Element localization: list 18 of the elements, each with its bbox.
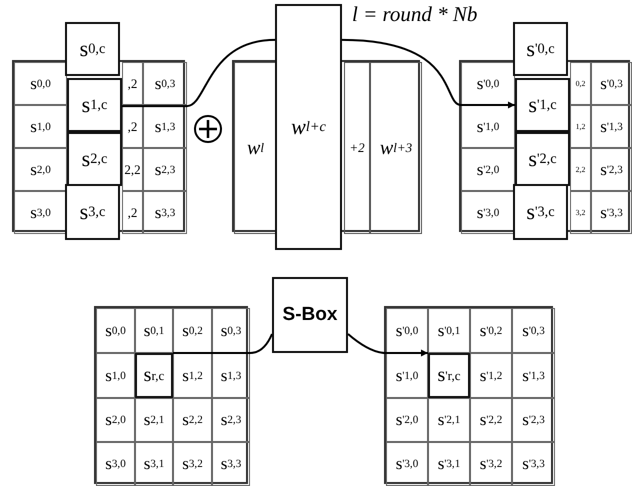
connector-line [173,334,273,354]
state-matrix [459,60,630,232]
matrix-cell: 0,2 [570,62,591,105]
key-word-column: +2 [344,62,370,234]
s-box: S-Box [272,277,348,353]
state-matrix [12,60,185,232]
state-matrix [384,306,553,484]
matrix-cell: 1,2 [570,105,591,148]
matrix-cell: 2,2 [122,148,143,191]
connector-line [122,38,276,108]
matrix-cell: ,2 [122,191,143,234]
matrix-cell: ,2 [122,62,143,105]
state-matrix [94,306,248,484]
matrix-cell: 2,2 [570,148,591,191]
formula-text: l = round * Nb [352,2,478,27]
arrow [347,333,428,356]
arrow [342,38,515,108]
matrix-cell: 3,2 [570,191,591,234]
